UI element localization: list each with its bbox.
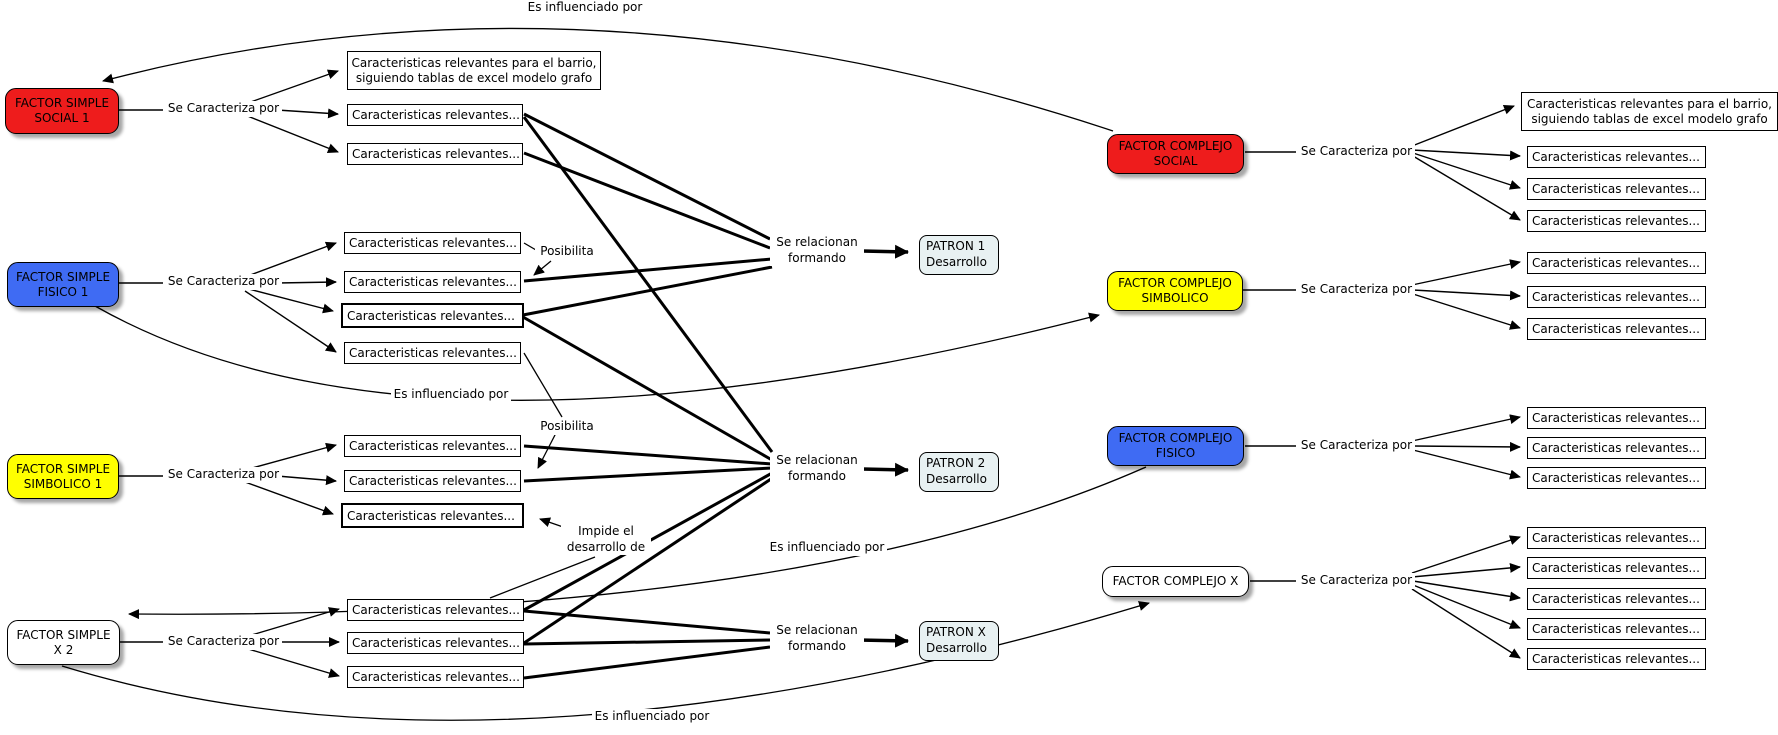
link-label-caracteriza[interactable]: Se Caracteriza por [1298,573,1415,589]
link-label-caracteriza[interactable]: Se Caracteriza por [1298,282,1415,298]
link-label-impide[interactable]: Impide el desarrollo de [561,524,651,556]
node-label: FACTOR COMPLEJO SIMBOLICO [1118,276,1232,305]
characteristic-box[interactable]: Caracteristicas relevantes... [341,303,524,328]
node-patron-1[interactable]: PATRON 1 Desarrollo [919,235,999,275]
characteristic-box[interactable]: Caracteristicas relevantes... [347,599,524,621]
node-factor-simple-social-1[interactable]: FACTOR SIMPLE SOCIAL 1 [5,88,119,134]
patron-name: PATRON 2 [926,456,986,470]
patron-sub: Desarrollo [926,641,987,656]
patron-name: PATRON X [926,625,986,639]
characteristic-box[interactable]: Caracteristicas relevantes... [1527,252,1706,274]
link-label-posibilita[interactable]: Posibilita [535,419,599,435]
node-patron-2[interactable]: PATRON 2 Desarrollo [919,452,999,492]
characteristic-box[interactable]: Caracteristicas relevantes... [1527,146,1706,168]
node-label: FACTOR COMPLEJO X [1112,574,1239,588]
characteristic-box[interactable]: Caracteristicas relevantes... [1527,407,1706,429]
characteristic-box[interactable]: Caracteristicas relevantes... [344,342,521,364]
characteristic-box[interactable]: Caracteristicas relevantes... [1527,437,1706,459]
link-label-caracteriza[interactable]: Se Caracteriza por [1298,144,1415,160]
link-label-influenciado[interactable]: Es influenciado por [391,387,511,403]
characteristic-box[interactable]: Caracteristicas relevantes... [347,666,524,688]
patron-sub: Desarrollo [926,255,987,270]
link-label-influenciado[interactable]: Es influenciado por [525,0,645,16]
node-label: FACTOR COMPLEJO SOCIAL [1118,139,1233,168]
characteristic-box[interactable]: Caracteristicas relevantes... [1527,210,1706,232]
characteristic-box[interactable]: Caracteristicas relevantes... [347,143,523,165]
influenciado-curves [61,27,1150,721]
link-label-caracteriza[interactable]: Se Caracteriza por [1298,438,1415,454]
link-label-influenciado[interactable]: Es influenciado por [767,540,887,556]
link-label-caracteriza[interactable]: Se Caracteriza por [165,274,282,290]
characteristic-box[interactable]: Caracteristicas relevantes... [1527,588,1706,610]
characteristic-box[interactable]: Caracteristicas relevantes... [1527,467,1706,489]
characteristic-box[interactable]: Caracteristicas relevantes... [341,503,524,528]
caracteriza-connectors [118,69,1521,678]
characteristic-box[interactable]: Caracteristicas relevantes... [1527,648,1706,670]
patron-arrows [857,244,909,648]
characteristic-box[interactable]: Caracteristicas relevantes para el barri… [1521,92,1778,131]
node-label: FACTOR SIMPLE SOCIAL 1 [14,96,110,125]
characteristic-box[interactable]: Caracteristicas relevantes... [1527,527,1706,549]
characteristic-box[interactable]: Caracteristicas relevantes... [1527,318,1706,340]
link-label-posibilita[interactable]: Posibilita [535,244,599,260]
link-label-relacionan[interactable]: Se relacionan formando [770,623,864,655]
link-label-influenciado[interactable]: Es influenciado por [592,709,712,725]
link-label-relacionan[interactable]: Se relacionan formando [770,235,864,267]
posibilita-impide-connectors [489,242,596,599]
characteristic-box[interactable]: Caracteristicas relevantes... [344,470,521,492]
characteristic-box[interactable]: Caracteristicas relevantes... [1527,286,1706,308]
node-factor-simple-x-2[interactable]: FACTOR SIMPLE X 2 [7,620,120,665]
characteristic-box[interactable]: Caracteristicas relevantes para el barri… [347,51,601,90]
node-patron-x[interactable]: PATRON X Desarrollo [919,621,999,661]
node-factor-complejo-simbolico[interactable]: FACTOR COMPLEJO SIMBOLICO [1107,271,1243,311]
characteristic-box[interactable]: Caracteristicas relevantes... [344,232,521,254]
link-label-caracteriza[interactable]: Se Caracteriza por [165,467,282,483]
characteristic-box[interactable]: Caracteristicas relevantes... [1527,618,1706,640]
characteristic-box[interactable]: Caracteristicas relevantes... [1527,178,1706,200]
characteristic-box[interactable]: Caracteristicas relevantes... [1527,557,1706,579]
node-factor-complejo-fisico[interactable]: FACTOR COMPLEJO FISICO [1107,426,1244,466]
characteristic-box[interactable]: Caracteristicas relevantes... [347,632,524,654]
node-factor-simple-simbolico-1[interactable]: FACTOR SIMPLE SIMBOLICO 1 [7,454,119,499]
node-label: FACTOR SIMPLE X 2 [16,627,111,657]
patron-name: PATRON 1 [926,239,986,253]
characteristic-box[interactable]: Caracteristicas relevantes... [347,104,523,126]
characteristic-box[interactable]: Caracteristicas relevantes... [344,435,521,457]
node-factor-complejo-social[interactable]: FACTOR COMPLEJO SOCIAL [1107,134,1244,174]
link-label-relacionan[interactable]: Se relacionan formando [770,453,864,485]
characteristic-box[interactable]: Caracteristicas relevantes... [344,271,521,293]
link-label-caracteriza[interactable]: Se Caracteriza por [165,101,282,117]
patron-sub: Desarrollo [926,472,987,487]
node-factor-simple-fisico-1[interactable]: FACTOR SIMPLE FISICO 1 [7,262,119,307]
relation-connectors [522,112,775,680]
node-label: FACTOR SIMPLE FISICO 1 [15,269,111,299]
node-label: FACTOR SIMPLE SIMBOLICO 1 [15,461,111,491]
node-factor-complejo-x[interactable]: FACTOR COMPLEJO X [1102,566,1249,597]
link-label-caracteriza[interactable]: Se Caracteriza por [165,634,282,650]
node-label: FACTOR COMPLEJO FISICO [1118,431,1233,460]
